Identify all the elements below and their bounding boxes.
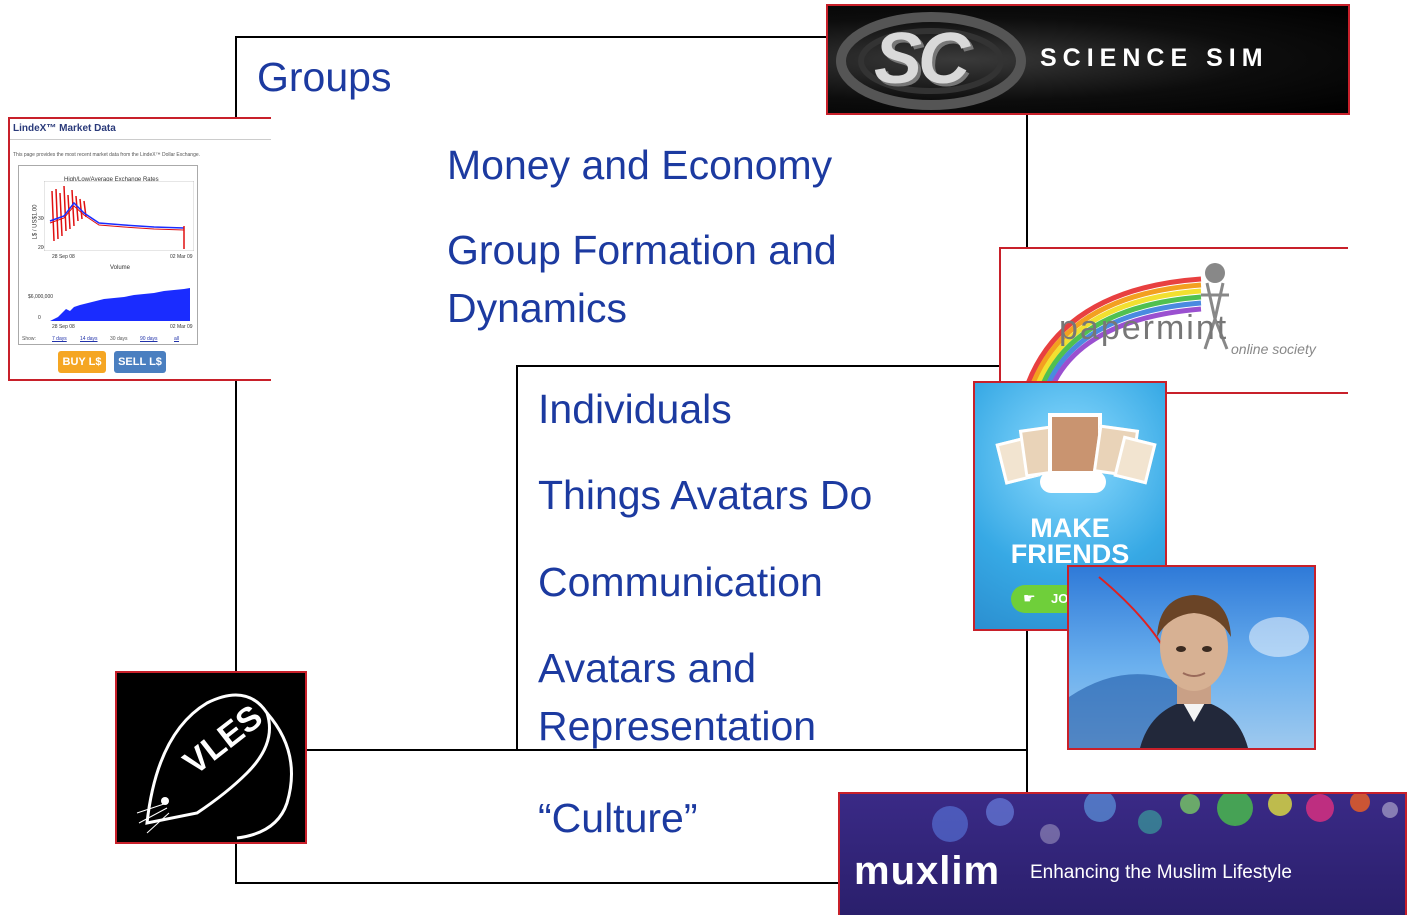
lindex-chart2-xend: 02 Mar 09: [170, 324, 193, 330]
lindex-chart2-y: $6,000,000: [28, 294, 54, 300]
lindex-rate-chart: [44, 181, 194, 251]
lindex-range-30[interactable]: 30 days: [110, 336, 128, 342]
lindex-range-14[interactable]: 14 days: [80, 336, 98, 342]
lindex-chart1-xstart: 28 Sep 08: [52, 254, 75, 260]
lindex-buy-button[interactable]: BUY L$: [58, 351, 106, 373]
make-friends-line1: MAKE: [1030, 513, 1110, 543]
representation-item: Representation: [538, 703, 817, 749]
muxlim-tagline: Enhancing the Muslim Lifestyle: [1030, 862, 1292, 883]
lindex-range-all[interactable]: all: [174, 336, 180, 342]
papermint-tagline: online society: [1231, 341, 1316, 357]
things-avatars-do-item: Things Avatars Do: [538, 472, 873, 518]
papermint-logo: papermint online society: [999, 247, 1348, 394]
rat-icon: [136, 693, 293, 840]
money-economy-item: Money and Economy: [447, 142, 833, 188]
lindex-chart1-ybottom: 200: [38, 245, 47, 251]
bubbles-decoration: [932, 794, 1398, 844]
muxlim-banner: muxlim Enhancing the Muslim Lifestyle: [838, 792, 1407, 915]
lindex-volume-chart: [50, 288, 190, 321]
pointer-hand-icon: ☛: [1023, 590, 1036, 606]
sciencesim-mark: SC: [874, 19, 970, 99]
lindex-chart2-xstart: 28 Sep 08: [52, 324, 75, 330]
lindex-chart1-title: High/Low/Average Exchange Rates: [64, 177, 159, 183]
groups-heading: Groups: [257, 54, 392, 100]
make-friends-line2: FRIENDS: [1010, 539, 1130, 569]
lindex-chart1-ylabel: L$ / US$1.00: [32, 204, 39, 240]
vles-rat-image: VLES: [115, 671, 307, 844]
avatar-figure: [1069, 576, 1309, 748]
lindex-chart1-ytop: 300: [38, 216, 47, 222]
lindex-sell-button[interactable]: SELL L$: [114, 351, 166, 373]
muxlim-brand: muxlim: [854, 849, 1001, 893]
sciencesim-logo: SC SCIENCE SIM: [826, 4, 1350, 115]
lindex-chart2-title: Volume: [110, 265, 131, 271]
join-label: JOI: [1051, 591, 1072, 606]
lindex-chart-box: [18, 165, 198, 345]
lindex-range-90[interactable]: 90 days: [140, 336, 158, 342]
group-formation-item: Group Formation and: [447, 227, 837, 273]
culture-divider: [235, 749, 1028, 751]
dynamics-item: Dynamics: [447, 285, 627, 331]
lindex-chart1-xend: 02 Mar 09: [170, 254, 193, 260]
lindex-intro: This page provides the most recent marke…: [13, 152, 201, 158]
lindex-title: LindeX™ Market Data: [13, 123, 116, 134]
lindex-show-label: Show:: [22, 336, 36, 342]
culture-item: “Culture”: [538, 795, 698, 841]
sciencesim-name: SCIENCE SIM: [1040, 44, 1269, 72]
communication-item: Communication: [538, 559, 823, 605]
lindex-chart2-y0: 0: [38, 315, 41, 321]
rainbow-icon: [1023, 263, 1229, 390]
individuals-item: Individuals: [538, 386, 732, 432]
sciencesim-swoosh-icon: [836, 12, 1026, 110]
lindex-range-7[interactable]: 7 days: [52, 336, 67, 342]
papermint-word: papermint: [1059, 309, 1229, 347]
avatars-representation-item: Avatars and: [538, 645, 757, 691]
photo-cluster-icon: [995, 413, 1157, 493]
lindex-market-screenshot: LindeX™ Market Data This page provides t…: [8, 117, 271, 381]
avatar-portrait: [1067, 565, 1316, 750]
